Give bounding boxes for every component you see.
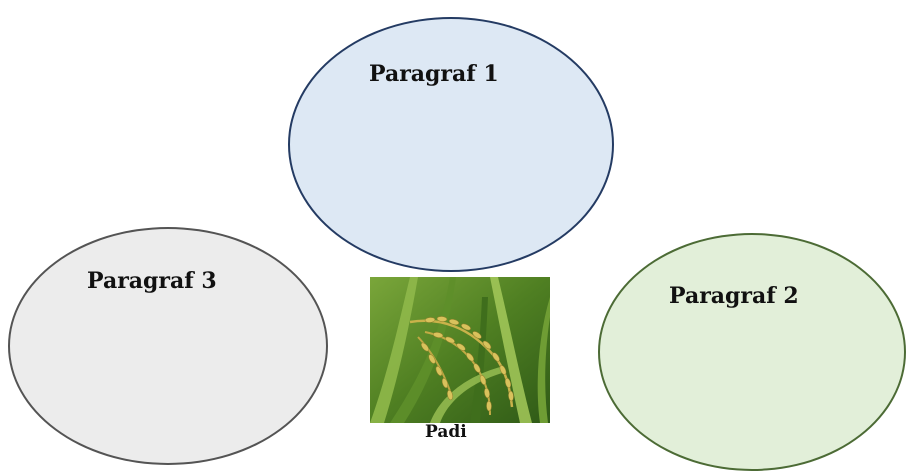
rice-plant-image [370,277,550,423]
paragraph-2-ellipse [598,233,906,471]
paragraph-1-ellipse [288,17,614,272]
paragraph-3-label: Paragraf 3 [87,268,217,294]
image-caption: Padi [425,422,467,442]
paragraph-2-label: Paragraf 2 [669,283,799,309]
paragraph-1-label: Paragraf 1 [369,61,499,87]
paragraph-3-ellipse [8,227,328,465]
